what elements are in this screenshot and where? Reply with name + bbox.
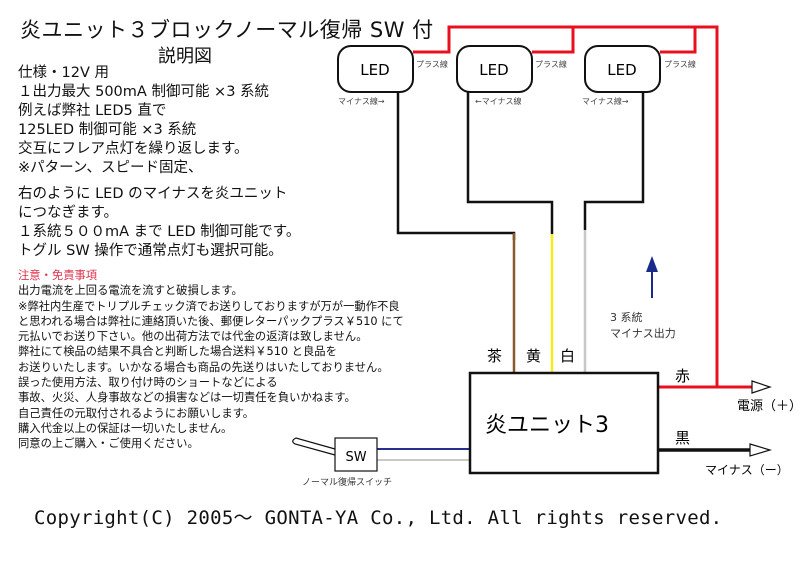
led-label: LED <box>607 61 636 79</box>
plus-terminal-arrow-icon <box>751 380 772 394</box>
minus-wire-label: マイナス線→ <box>338 96 385 106</box>
output-up-arrow-icon <box>646 256 658 298</box>
plus-wire-label: プラス線 <box>416 59 448 69</box>
led-1: LED プラス線 マイナス線→ <box>337 45 448 106</box>
white-label: 白 <box>560 347 575 365</box>
spec-line: １出力最大 500mA 制御可能 ×3 系統 <box>18 84 270 100</box>
brown-label: 茶 <box>487 347 502 365</box>
connect-line: １系統５００mA まで LED 制御可能です。 <box>18 224 301 240</box>
spec-line: 例えば弊社 LED5 直で <box>18 103 167 119</box>
red-wire-led2 <box>532 27 575 54</box>
spec-line: 仕様・12V 用 <box>18 65 109 81</box>
minus-wire-label: マイナス線→ <box>582 96 629 106</box>
output-note-line: マイナス出力 <box>610 326 676 340</box>
page-subtitle: 説明図 <box>158 46 212 67</box>
note-line: ※弊社内生産でトリプルチェック済でお送りしておりますが万が一動作不良 <box>18 299 400 313</box>
power-minus-label: マイナス（ー） <box>705 463 789 477</box>
note-line: 購入代金以上の保証は一切いたしません。 <box>18 421 233 435</box>
unit-label: 炎ユニット3 <box>485 413 609 438</box>
red-main-wire <box>413 25 719 387</box>
switch-label: SW <box>345 450 366 465</box>
plus-wire-label: プラス線 <box>664 59 696 69</box>
connect-block: 右のように LED のマイナスを炎ユニット につなぎます。 １系統５００mA ま… <box>18 185 300 261</box>
red-wire-led3 <box>660 27 697 54</box>
note-line: 事故、火災、人身事故などの損害などは一切責任を負いかねます。 <box>18 391 356 405</box>
page-title: 炎ユニット３ブロックノーマル復帰 SW 付 <box>20 18 434 42</box>
note-line: 自己責任の元取付されるようにお願いします。 <box>18 406 255 420</box>
spec-line: ※パターン、スピード固定、 <box>18 160 203 176</box>
spec-block: 仕様・12V 用 １出力最大 500mA 制御可能 ×3 系統 例えば弊社 LE… <box>18 64 269 178</box>
led-label: LED <box>360 61 389 79</box>
note-line: 同意の上ご購入・ご使用ください。 <box>18 437 199 451</box>
switch-caption: ノーマル復帰スイッチ <box>302 476 392 488</box>
output-note-line: 3 系統 <box>610 310 643 324</box>
minus-wire-label: ←マイナス線 <box>475 96 522 106</box>
red-label: 赤 <box>675 367 690 385</box>
note-line: 出力電流を上回る電流を流すと破損します。 <box>18 284 243 298</box>
note-line: と思われる場合は弊社に連絡頂いた後、郵便レターパックプラス￥510 にて <box>18 314 404 328</box>
minus-wire-led1 <box>396 92 516 240</box>
plus-wire-label: プラス線 <box>535 59 567 69</box>
led-label: LED <box>479 61 508 79</box>
note-line: 誤った使用方法、取り付け時のショートなどによる <box>18 376 278 390</box>
power-plus-label: 電源（＋） <box>737 399 800 414</box>
copyright: Copyright(C) 2005～ GONTA-YA Co., Ltd. Al… <box>34 507 723 529</box>
note-line: 弊社にて検品の結果不具合と判断した場合送料￥510 と良品を <box>18 345 337 359</box>
note-line: お送りいたします。いかなる場合も商品の先送りはいたしておりません。 <box>18 360 389 374</box>
spec-line: 125LED 制御可能 ×3 系統 <box>18 122 197 138</box>
led-2: LED プラス線 ←マイナス線 <box>456 45 567 106</box>
black-label: 黒 <box>675 429 690 447</box>
minus-terminal-arrow-icon <box>749 443 773 457</box>
toggle-lever-icon <box>292 437 336 456</box>
minus-wire-led3 <box>583 92 645 230</box>
connect-line: トグル SW 操作で通常点灯も選択可能。 <box>18 243 283 259</box>
spec-line: 交互にフレア点灯を繰り返します。 <box>18 141 249 157</box>
note-line: 元払いでお送り下さい。他の出荷方法では代金の返済は致しません。 <box>18 330 368 344</box>
yellow-label: 黄 <box>526 347 541 365</box>
flame-unit: 炎ユニット3 <box>468 371 660 475</box>
notes-heading: 注意・免責事項 <box>18 269 98 282</box>
led-3: LED プラス線 マイナス線→ <box>582 45 696 106</box>
plus-wiring <box>413 25 752 389</box>
connect-line: につなぎます。 <box>18 205 119 221</box>
toggle-switch: SW ノーマル復帰スイッチ <box>292 437 392 488</box>
notes-block: 注意・免責事項 出力電流を上回る電流を流すと破損します。 ※弊社内生産でトリプル… <box>18 268 404 452</box>
minus-wire-led2 <box>466 92 554 234</box>
connect-line: 右のように LED のマイナスを炎ユニット <box>18 186 288 202</box>
